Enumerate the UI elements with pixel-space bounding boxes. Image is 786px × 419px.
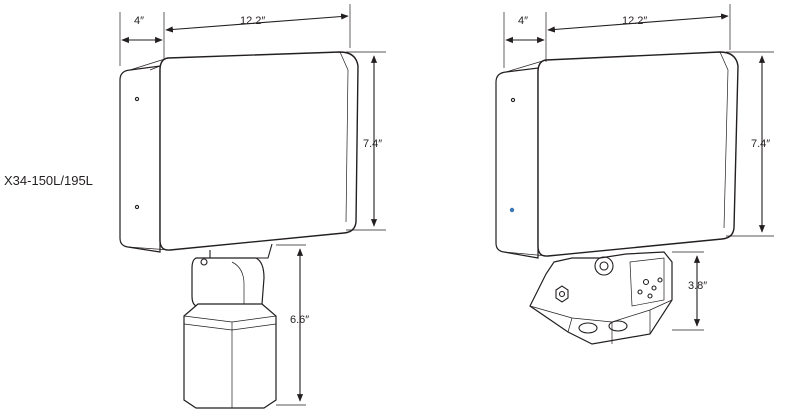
- left-housing-back: [119, 65, 161, 253]
- left-depth-dim: 4″: [134, 15, 144, 27]
- right-depth-dim: 4″: [518, 15, 528, 27]
- right-lens-face: [537, 51, 739, 257]
- right-housing-back: [495, 67, 539, 259]
- right-width-dim: 12.2″: [622, 15, 647, 27]
- left-knuckle: [191, 257, 265, 307]
- left-height-dim: 7.4″: [363, 138, 382, 150]
- right-fixture: 4″ 12.2″ 7.4″ 3.8″: [495, 4, 774, 345]
- model-label: X34-150L/195L: [4, 173, 93, 188]
- left-mount-height-dim: 6.6″: [290, 314, 309, 326]
- right-height-dim: 7.4″: [751, 138, 770, 150]
- left-width-dim: 12.2″: [240, 15, 265, 27]
- left-fixture: 4″ 12.2″ 7.4″ 6.6″: [119, 4, 386, 409]
- left-slipfitter: [183, 303, 277, 409]
- left-lens-face: [159, 51, 359, 251]
- right-indicator-dot: [509, 207, 515, 213]
- right-bracket-height-dim: 3.8″: [688, 280, 707, 292]
